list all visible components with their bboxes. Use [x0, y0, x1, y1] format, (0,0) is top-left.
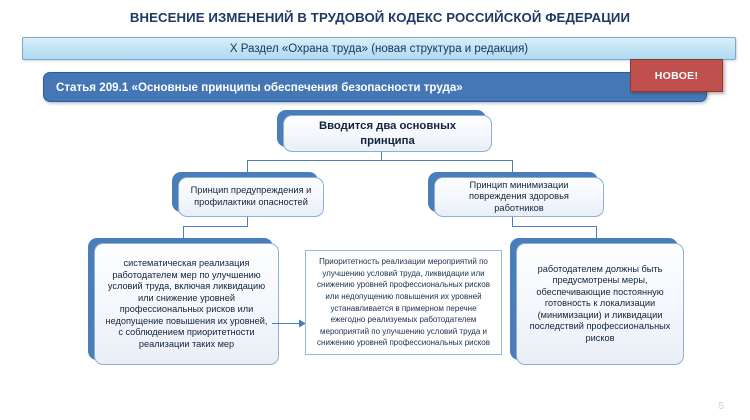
connector-principle-2-stem — [512, 212, 513, 226]
node-detail-right-text: работодателем должны быть предусмотрены … — [529, 263, 671, 343]
diagram-node-detail-middle: Приоритетность реализации мероприятий по… — [305, 250, 502, 355]
connector-root-stem — [381, 147, 382, 161]
status-badge-new: НОВОЕ! — [630, 59, 723, 92]
diagram-node-detail-right: работодателем должны быть предусмотрены … — [510, 238, 684, 365]
article-heading-bar: Статья 209.1 «Основные принципы обеспече… — [43, 72, 707, 102]
connector-to-principle-1 — [247, 160, 248, 173]
connector-principle-1-drop — [183, 226, 184, 240]
diagram-node-principle-1: Принцип предупреждения и профилактики оп… — [172, 172, 324, 217]
node-principle-1-label: Принцип предупреждения и профилактики оп… — [190, 185, 312, 207]
page-number: 5 — [718, 401, 724, 412]
subtitle-text: X Раздел «Охрана труда» (новая структура… — [229, 42, 529, 55]
subtitle-bar: X Раздел «Охрана труда» (новая структура… — [22, 37, 736, 60]
node-detail-middle-text: Приоритетность реализации мероприятий по… — [317, 257, 490, 348]
arrow-left-to-middle-icon — [272, 316, 306, 328]
page-title: ВНЕСЕНИЕ ИЗМЕНЕНИЙ В ТРУДОВОЙ КОДЕКС РОС… — [129, 10, 631, 25]
node-face: Принцип минимизации повреждения здоровья… — [434, 177, 604, 217]
node-face: систематическая реализация работодателем… — [94, 243, 279, 365]
connector-principle-1-stem — [247, 212, 248, 226]
diagram-node-principle-2: Принцип минимизации повреждения здоровья… — [428, 172, 604, 217]
status-badge-label: НОВОЕ! — [654, 69, 699, 82]
connector-principle-1-elbow — [183, 226, 248, 227]
connector-horizontal-bus — [247, 160, 513, 161]
node-face: Вводится два основных принципа — [283, 115, 492, 152]
node-principle-2-label: Принцип минимизации повреждения здоровья… — [469, 179, 569, 213]
connector-principle-2-elbow — [512, 226, 597, 227]
node-face: работодателем должны быть предусмотрены … — [516, 243, 684, 365]
node-root-label: Вводится два основных принципа — [318, 120, 457, 147]
node-face: Принцип предупреждения и профилактики оп… — [178, 177, 324, 217]
article-heading-text: Статья 209.1 «Основные принципы обеспече… — [56, 80, 463, 94]
connector-principle-2-drop — [596, 226, 597, 240]
connector-to-principle-2 — [512, 160, 513, 173]
diagram-node-root: Вводится два основных принципа — [277, 110, 492, 152]
diagram-node-detail-left: систематическая реализация работодателем… — [88, 238, 279, 365]
node-detail-left-text: систематическая реализация работодателем… — [105, 258, 268, 349]
